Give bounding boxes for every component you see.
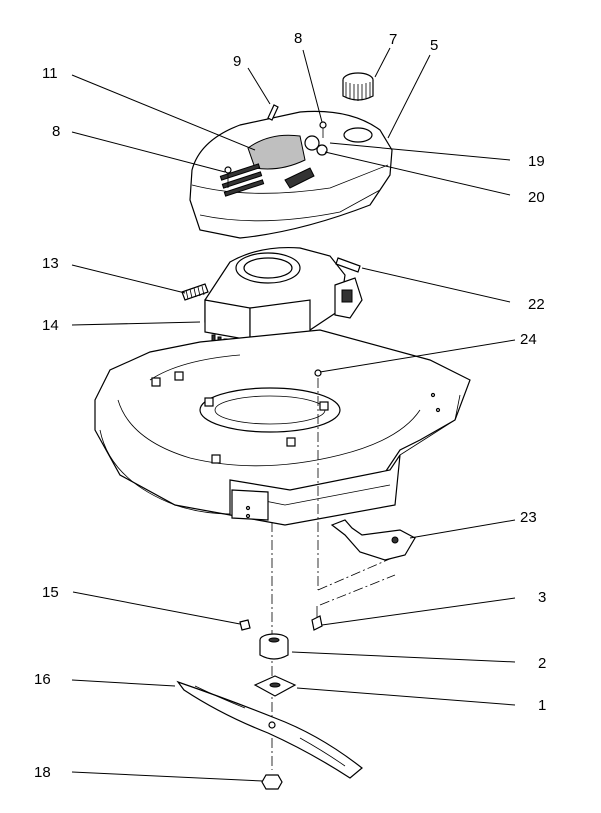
callout-24: 24: [520, 331, 537, 348]
bracket-axis: [317, 557, 393, 591]
blade-nut: [261, 774, 283, 790]
screw-left: [224, 166, 232, 188]
callout-7: 7: [389, 31, 397, 48]
bolt-24: [314, 369, 322, 377]
bracket-axis-2: [319, 574, 396, 606]
callout-8-top: 8: [294, 30, 302, 47]
callout-18: 18: [34, 764, 51, 781]
bolt-3: [311, 606, 323, 631]
blade: [176, 680, 363, 779]
callout-20: 20: [528, 189, 545, 206]
spring: [181, 283, 209, 301]
engine-shroud: [189, 110, 393, 239]
screw-top: [319, 121, 327, 138]
callout-23: 23: [520, 509, 537, 526]
callout-3: 3: [538, 589, 546, 606]
callout-5: 5: [430, 37, 438, 54]
engine: [204, 246, 363, 409]
callout-22: 22: [528, 296, 545, 313]
callout-8-left: 8: [52, 123, 60, 140]
callout-2: 2: [538, 655, 546, 672]
shroud-vents-left: [219, 163, 265, 197]
callout-19: 19: [528, 153, 545, 170]
blade-adapter: [259, 633, 289, 660]
rod: [335, 257, 361, 273]
callout-9: 9: [233, 53, 241, 70]
support-plate: [253, 675, 297, 697]
shroud-vents-right: [284, 167, 315, 189]
fuel-cap: [342, 72, 374, 101]
bracket: [330, 519, 416, 561]
callout-1: 1: [538, 697, 546, 714]
callout-labels: 8 7 5 9 11 8 19 20 13 22 14 24 23 15 3 2…: [34, 30, 546, 781]
callout-13: 13: [42, 255, 59, 272]
key: [239, 619, 251, 631]
leader-lines: [71, 47, 516, 782]
mower-deck: [94, 329, 471, 526]
callout-15: 15: [42, 584, 59, 601]
callout-16: 16: [34, 671, 51, 688]
callout-11: 11: [42, 65, 58, 82]
callout-14: 14: [42, 317, 59, 334]
spark-plug-wire: [267, 104, 279, 121]
